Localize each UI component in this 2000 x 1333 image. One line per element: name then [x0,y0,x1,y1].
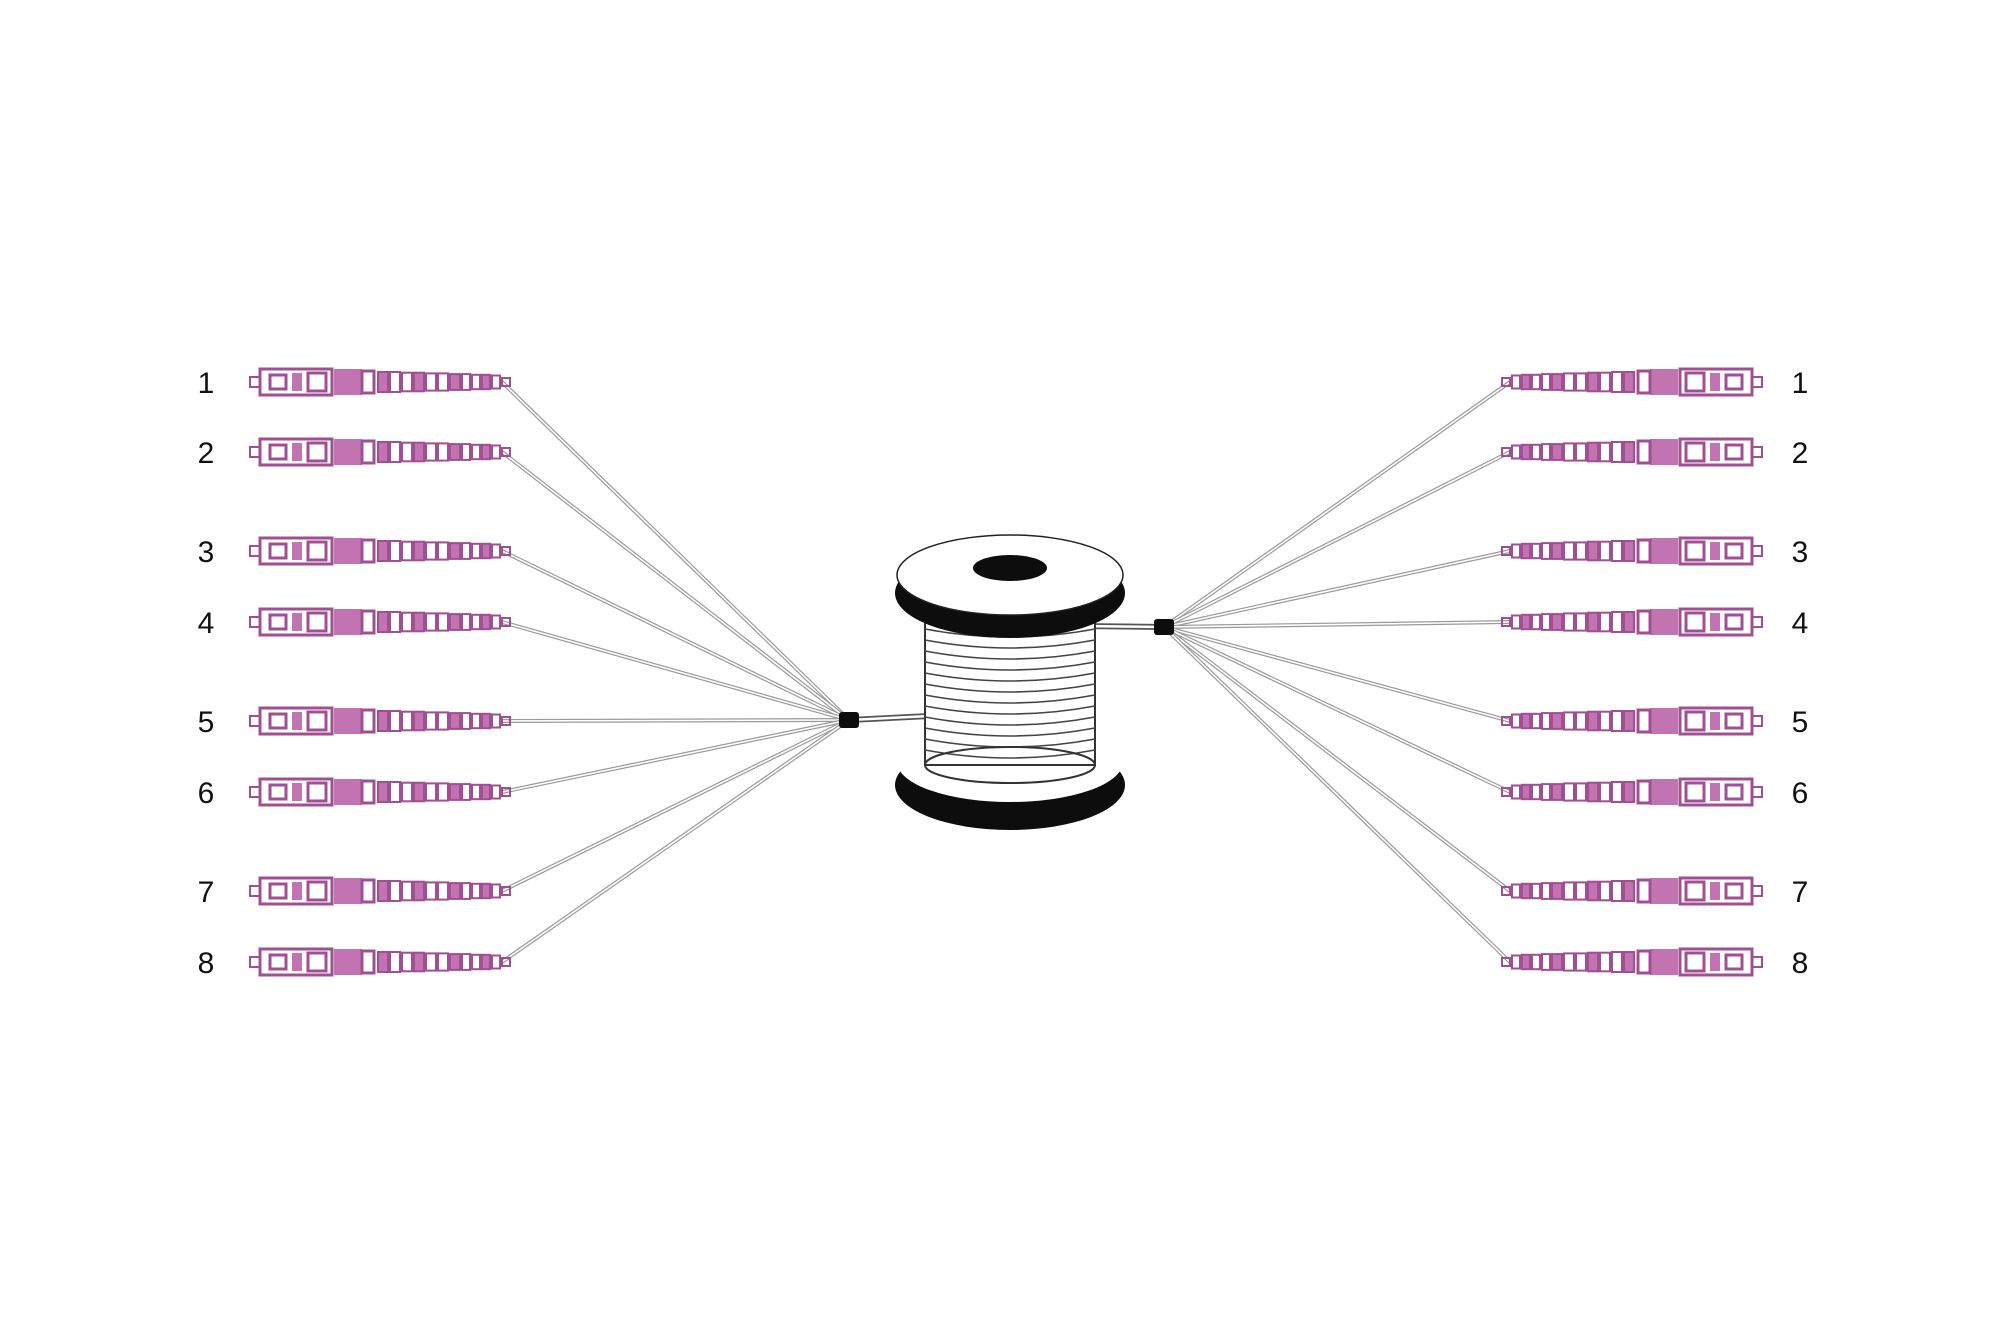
right-fiber-1 [1162,380,1512,629]
left-connector-row: 1 [198,367,511,400]
left-port-label: 5 [198,706,215,739]
lc-connector-icon [249,607,511,637]
left-connector-row: 6 [198,777,511,810]
breakout-node-icon [839,712,859,728]
left-fiber-7 [500,718,851,893]
right-port-label: 7 [1792,876,1809,909]
right-connector-row: 4 [1501,607,1809,640]
cable-reel-icon [895,534,1125,830]
reel-hub-hole [973,555,1047,581]
right-connector-row: 3 [1501,536,1809,569]
left-connector-row: 8 [198,947,511,980]
left-port-label: 6 [198,777,215,810]
right-port-label: 5 [1792,706,1809,739]
lc-connector-icon [249,947,511,977]
left-fiber-6 [500,718,851,794]
lc-connector-icon [1501,536,1763,566]
right-fiber-4 [1162,620,1512,629]
breakout-nodes [839,619,1174,728]
lc-connector-icon [1501,947,1763,977]
lc-connector-icon [249,876,511,906]
right-port-label: 1 [1792,367,1809,400]
left-fanout: 1 2 3 4 5 6 7 8 [198,367,511,980]
left-port-label: 7 [198,876,215,909]
right-port-label: 2 [1792,437,1809,470]
right-connector-row: 6 [1501,777,1809,810]
right-port-label: 6 [1792,777,1809,810]
lc-connector-icon [1501,876,1763,906]
right-port-label: 3 [1792,536,1809,569]
lc-connector-icon [249,437,511,467]
right-connector-row: 5 [1501,706,1809,739]
lc-connector-icon [249,536,511,566]
left-fiber-3 [500,549,851,722]
right-port-label: 8 [1792,947,1809,980]
lc-connector-icon [249,367,511,397]
left-connector-row: 5 [198,706,511,739]
right-connector-row: 2 [1501,437,1809,470]
left-connector-row: 3 [198,536,511,569]
trunk-cable [848,623,1165,723]
lc-connector-icon [1501,437,1763,467]
lc-connector-icon [249,706,511,736]
lc-connector-icon [249,777,511,807]
left-port-label: 3 [198,536,215,569]
right-connector-row: 8 [1501,947,1809,980]
right-fanout: 1 2 3 4 5 6 7 8 [1501,367,1809,980]
lc-connector-icon [1501,777,1763,807]
right-fiber-5 [1162,625,1512,723]
lc-connector-icon [1501,706,1763,736]
left-fiber-1 [500,380,851,722]
left-fiber-8 [500,718,851,964]
right-port-label: 4 [1792,607,1809,640]
right-fiber-8 [1162,625,1512,964]
breakout-node-icon [1154,619,1174,635]
fiber-strands [500,380,1512,964]
left-port-label: 4 [198,607,215,640]
lc-connector-icon [1501,367,1763,397]
right-connector-row: 7 [1501,876,1809,909]
right-fiber-2 [1162,450,1512,629]
right-fiber-7 [1162,625,1512,893]
left-fiber-4 [500,620,851,722]
left-trunk-cable [848,713,931,723]
left-connector-row: 2 [198,437,511,470]
left-fiber-5 [500,718,851,723]
right-fiber-6 [1162,625,1512,794]
left-port-label: 2 [198,437,215,470]
left-port-label: 1 [198,367,215,400]
left-connector-row: 7 [198,876,511,909]
right-connector-row: 1 [1501,367,1809,400]
left-port-label: 8 [198,947,215,980]
right-fiber-3 [1162,549,1512,629]
left-connector-row: 4 [198,607,511,640]
left-fiber-2 [500,450,851,722]
lc-connector-icon [1501,607,1763,637]
